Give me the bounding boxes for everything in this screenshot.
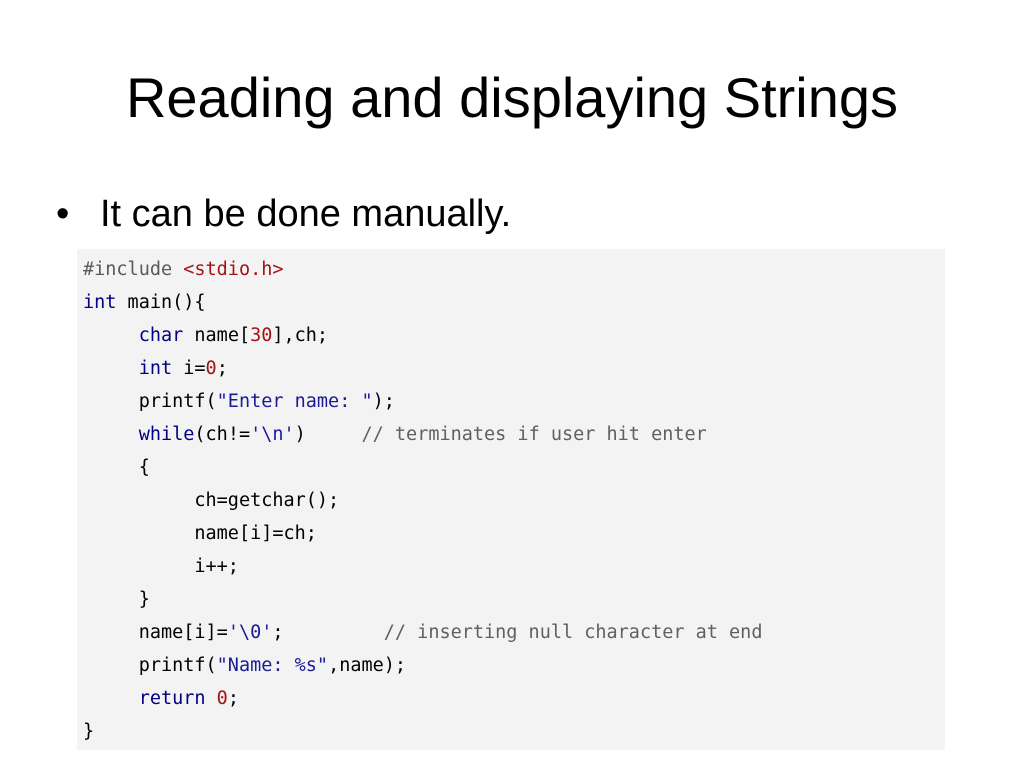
code-line: char name[30],ch;: [83, 319, 945, 352]
code-token: "Enter name: ": [216, 391, 373, 412]
code-line: }: [83, 583, 945, 616]
code-token: ): [294, 424, 362, 445]
code-token: name[: [183, 325, 251, 346]
code-token: int: [138, 358, 173, 379]
code-token: while: [138, 424, 195, 445]
code-line: i++;: [83, 550, 945, 583]
code-indent: [83, 523, 194, 544]
code-indent: [83, 325, 139, 346]
code-token: "Name: %s": [216, 655, 329, 676]
code-token: 30: [250, 325, 273, 346]
code-token: printf(: [138, 391, 217, 412]
code-token: ,name);: [328, 655, 407, 676]
code-indent: [83, 556, 194, 577]
code-indent: [83, 655, 139, 676]
code-token: 0: [216, 688, 228, 709]
code-token: name[i]=: [138, 622, 228, 643]
code-token: (ch!=: [194, 424, 251, 445]
code-token: char: [138, 325, 184, 346]
code-token: {: [138, 457, 150, 478]
code-token: }: [83, 721, 95, 742]
code-indent: [83, 457, 139, 478]
code-token: <stdio.h>: [183, 259, 284, 280]
code-line: while(ch!='\n') // terminates if user hi…: [83, 418, 945, 451]
code-token: ;: [272, 622, 384, 643]
code-indent: [83, 358, 139, 379]
code-token: '\n': [250, 424, 295, 445]
code-line: printf("Name: %s",name);: [83, 649, 945, 682]
code-token: 0: [205, 358, 217, 379]
code-indent: [83, 589, 139, 610]
slide-title: Reading and displaying Strings: [125, 66, 899, 129]
code-indent: [83, 391, 139, 412]
code-line: {: [83, 451, 945, 484]
code-line: }: [83, 715, 945, 748]
code-token: // terminates if user hit enter: [361, 424, 707, 445]
code-line: return 0;: [83, 682, 945, 715]
code-token: // inserting null character at end: [383, 622, 763, 643]
code-line: name[i]=ch;: [83, 517, 945, 550]
code-token: printf(: [138, 655, 217, 676]
code-token: '\0': [227, 622, 273, 643]
code-line: ch=getchar();: [83, 484, 945, 517]
code-token: ch=getchar();: [194, 490, 340, 511]
code-token: int: [83, 292, 117, 313]
code-indent: [83, 622, 139, 643]
code-line: name[i]='\0'; // inserting null characte…: [83, 616, 945, 649]
bullet-marker: •: [56, 193, 70, 235]
code-block: #include <stdio.h>int main(){ char name[…: [77, 249, 945, 750]
code-token: ],ch;: [272, 325, 329, 346]
code-line: int main(){: [83, 286, 945, 319]
bullet-item: • It can be done manually.: [56, 188, 511, 240]
code-token: name[i]=ch;: [194, 523, 317, 544]
code-indent: [83, 688, 139, 709]
code-indent: [83, 490, 194, 511]
code-token: }: [138, 589, 150, 610]
code-token: return: [138, 688, 206, 709]
code-token: main(){: [116, 292, 206, 313]
code-indent: [83, 424, 139, 445]
code-token: ;: [216, 358, 228, 379]
code-token: ;: [227, 688, 239, 709]
code-line: printf("Enter name: ");: [83, 385, 945, 418]
code-line: int i=0;: [83, 352, 945, 385]
bullet-text: It can be done manually.: [100, 193, 512, 235]
code-token: );: [372, 391, 395, 412]
code-token: [206, 688, 217, 709]
code-line: #include <stdio.h>: [83, 253, 945, 286]
code-token: #include: [83, 259, 184, 280]
code-token: i++;: [194, 556, 239, 577]
code-token: i=: [172, 358, 206, 379]
